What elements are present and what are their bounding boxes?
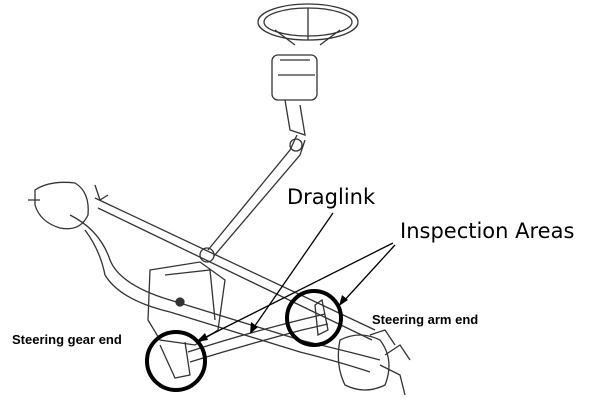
inspection-arrow-1 — [199, 242, 394, 341]
inspection-circle-arm-end — [285, 289, 343, 347]
inspection-arrow-2 — [341, 244, 396, 304]
steering-gear-end-label: Steering gear end — [12, 332, 122, 347]
tie-rod — [94, 197, 376, 341]
steering-arm-end-label: Steering arm end — [372, 312, 479, 327]
steering-column-housing — [271, 54, 318, 101]
inspection-areas-label: Inspection Areas — [400, 219, 575, 243]
inspection-circle-gear-end — [145, 330, 207, 392]
draglink-arrow — [251, 212, 334, 331]
steering-shaft — [207, 134, 306, 257]
draglink-label: Draglink — [287, 185, 376, 209]
annotations — [145, 212, 396, 392]
drawing-lines — [28, 3, 411, 396]
